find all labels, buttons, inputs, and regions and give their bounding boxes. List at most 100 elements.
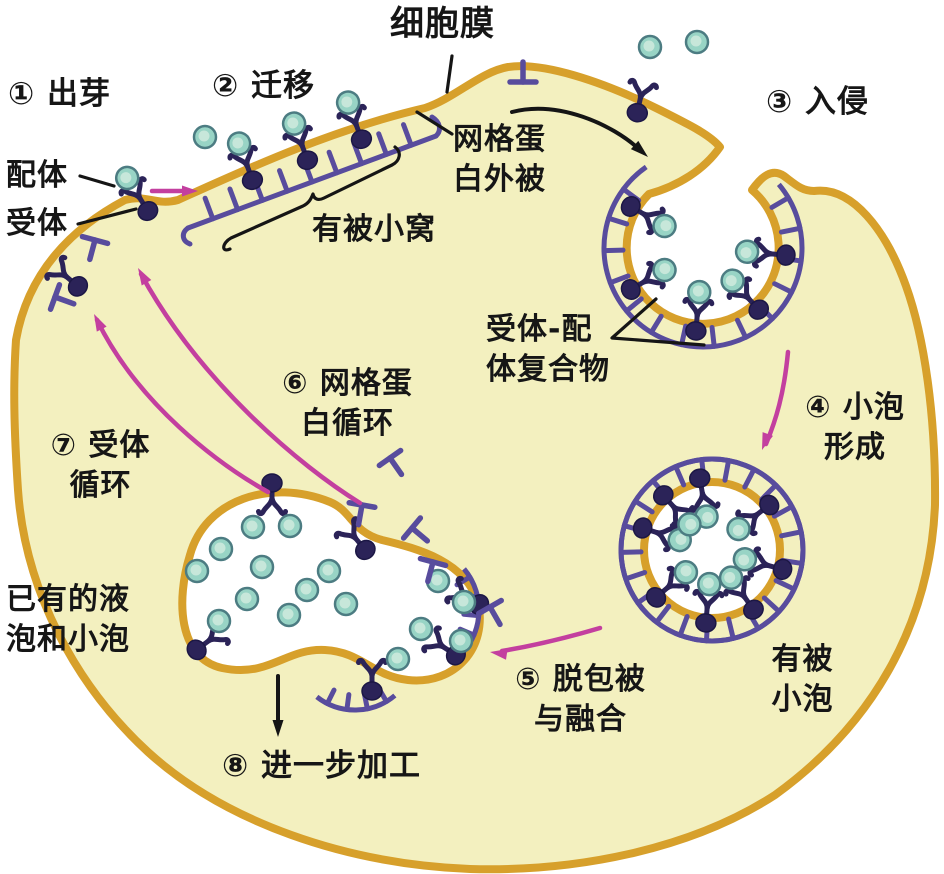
free-ligand: [333, 591, 359, 617]
label-cell-membrane: 细胞膜: [390, 4, 495, 44]
receptor-recycle-arrow: [94, 317, 271, 495]
clathrin-tooth: [742, 466, 757, 490]
free-ligand: [192, 124, 218, 150]
clathrin-tooth: [778, 225, 803, 235]
ligand-icon: [234, 586, 260, 612]
clathrin-tooth: [376, 131, 389, 157]
ligand-icon: [276, 602, 302, 628]
migrate-arrowhead: [182, 185, 198, 197]
clathrin-tooth: [677, 614, 690, 638]
label-receptor-ligand-complex: 受体-配 体复合物: [486, 312, 610, 387]
ligand-icon: [686, 278, 713, 306]
clathrin-tooth: [654, 603, 672, 625]
clathrin-tooth: [734, 317, 749, 340]
clathrin-recycle-arrowhead: [138, 268, 152, 286]
clathrin-tooth: [326, 149, 340, 176]
label-receptor: 受体: [6, 206, 68, 241]
ligand-icon: [696, 570, 723, 598]
clathrin-tooth: [623, 570, 648, 582]
free-ligand: [316, 558, 342, 584]
coated-pit-brace: [222, 145, 401, 252]
clathrin-coat-arc: [601, 164, 805, 350]
label-step8-processing: ⑧ 进一步加工: [222, 748, 422, 784]
free-ligand: [184, 558, 210, 584]
ligand-icon: [733, 238, 761, 265]
clathrin-tooth: [324, 687, 337, 706]
clathrin-tooth: [771, 504, 795, 519]
clathrin-tooth: [761, 595, 782, 614]
clathrin-tooth: [277, 168, 290, 194]
clathrin-tooth: [679, 323, 689, 348]
membrane-pointer-line: [445, 54, 454, 94]
free-ligand: [294, 577, 320, 603]
clathrin-tooth: [227, 186, 241, 213]
free-ligand: [276, 602, 302, 628]
label-step3-invasion: ③ 入侵: [766, 84, 870, 120]
free-ligand: [277, 513, 303, 539]
invade-arrowhead: [630, 140, 648, 157]
ligand-icon: [277, 513, 303, 539]
clathrin-tooth: [726, 616, 736, 641]
ligand-icon: [240, 514, 266, 540]
ligand-icon: [294, 577, 320, 603]
free-ligand: [637, 34, 663, 60]
label-step6-clathrin-recycle: ⑥ 网格蛋 白循环: [282, 366, 413, 441]
ligand-icon: [333, 591, 359, 617]
clathrin-tooth: [773, 578, 797, 592]
clathrin-recycle-arrow: [138, 271, 363, 506]
free-ligand: [240, 514, 266, 540]
clathrin-tooth: [632, 498, 655, 515]
label-clathrin-coat: 网格蛋 白外被: [453, 122, 546, 197]
ligand-icon: [206, 608, 232, 634]
ligand-icon: [316, 558, 342, 584]
free-ligand: [684, 29, 710, 55]
ligand-icon: [451, 589, 477, 615]
ligand-pointer-line: [78, 174, 116, 188]
vesicle-form-arrowhead: [762, 432, 773, 450]
complex-pointer-line: [610, 297, 706, 347]
free-ligand: [385, 646, 411, 672]
label-ligand: 配体: [6, 158, 68, 193]
receptor-pointer-line: [76, 207, 138, 226]
label-coated-pit: 有被小窝: [312, 212, 436, 247]
free-ligand: [208, 536, 234, 562]
clathrin-tooth: [202, 195, 216, 222]
clathrin-tooth: [709, 324, 717, 349]
clathrin-tooth: [772, 281, 795, 295]
label-step2-migration: ② 迁移: [212, 68, 316, 104]
free-ligand: [448, 628, 474, 654]
ligand-icon: [448, 628, 474, 654]
uncoat-arrowhead: [490, 649, 508, 660]
endosome: [178, 488, 484, 685]
clathrin-tooth: [344, 692, 352, 712]
arrows: [94, 106, 791, 737]
pointer-lines: [76, 54, 706, 347]
ligand-icon: [385, 646, 411, 672]
uncoat-arrow: [499, 625, 603, 654]
ligand-icon: [408, 616, 434, 642]
clathrin-tooth: [722, 458, 732, 483]
clathrin-tooth: [779, 529, 804, 539]
label-coated-vesicle: 有被 小泡: [771, 642, 834, 717]
clathrin-tooth: [606, 215, 630, 227]
clathrin-tooth: [607, 273, 631, 286]
clathrin-tooth: [769, 195, 791, 210]
clathrin-tooth: [624, 296, 644, 314]
ligand-icon: [637, 34, 663, 60]
free-ligand: [451, 589, 477, 615]
clathrin-tooth: [461, 611, 482, 619]
ligand-icon: [715, 263, 750, 298]
free-ligand: [234, 586, 260, 612]
label-existing-vesicles: 已有的液 泡和小泡: [6, 582, 130, 657]
free-ligand: [249, 554, 275, 580]
clathrin-tooth: [401, 122, 414, 148]
invade-arrow: [510, 106, 642, 152]
coat-pointer-line: [415, 110, 454, 136]
clathrin-tooth: [648, 313, 664, 335]
ligand-icon: [249, 554, 275, 580]
processing-arrowhead: [272, 720, 284, 737]
clathrin-tooth: [618, 549, 644, 555]
ligand-icon: [184, 558, 210, 584]
